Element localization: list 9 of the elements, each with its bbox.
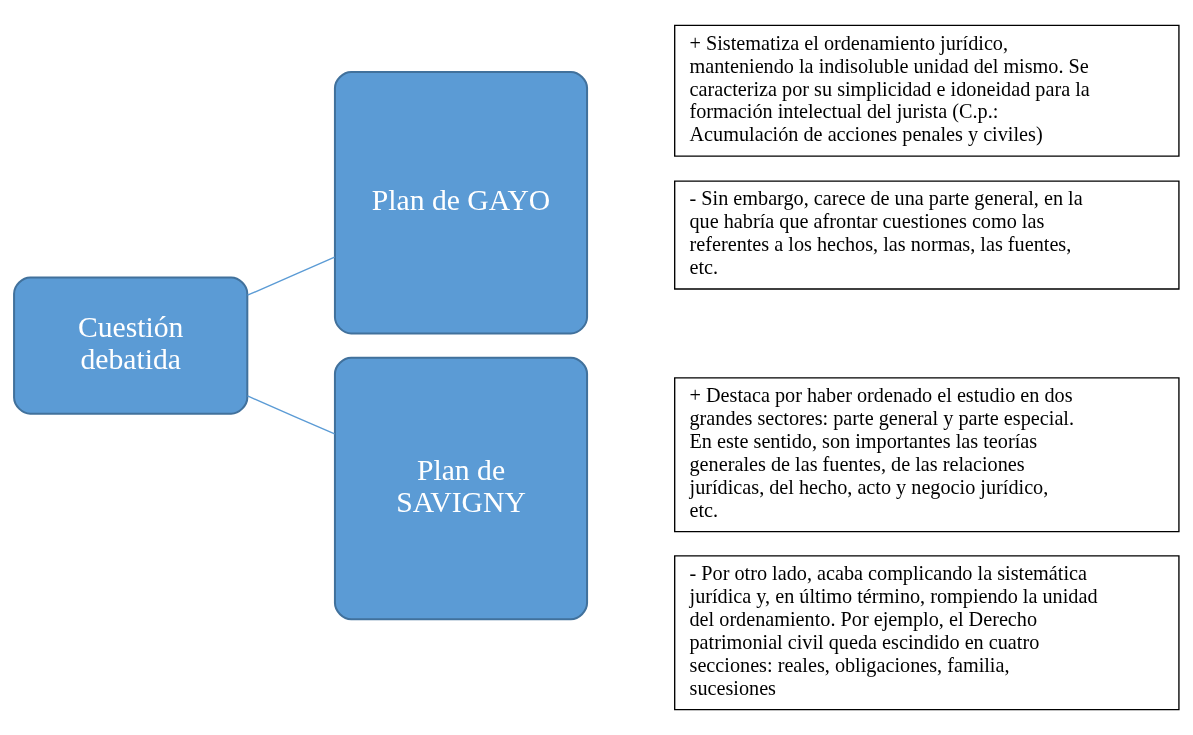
connector xyxy=(246,395,336,435)
node-box: - Por otro lado, acaba complicando la sistemática jurídica y, en último término, rompiendo la unidad del ordenamiento. Por ejemplo, el Derecho patrimonial civil queda escindido en cuatro secciones: reales, obligaciones, familia, sucesiones xyxy=(674,555,1180,711)
node-box: Plan de SAVIGNY xyxy=(333,356,589,621)
node-box: Cuestión debatida xyxy=(13,276,249,415)
node-box: + Destaca por haber ordenado el estudio en dos grandes sectores: parte general y parte especial. En este sentido, son importantes las teorías generales de las fuentes, de las relaciones jurídicas, del hecho, acto y negocio jurídico, etc. xyxy=(674,377,1180,533)
connector xyxy=(246,256,336,296)
node-box: Plan de GAYO xyxy=(333,70,589,335)
node-box: + Sistematiza el ordenamiento jurídico, manteniendo la indisoluble unidad del mismo. Se caracteriza por su simplicidad e idoneidad para la formación intelectual del jurista (C.p.: Acumulación de acciones penales y civiles) xyxy=(674,24,1180,157)
node-box: - Sin embargo, carece de una parte general, en la que habría que afrontar cuestiones como las referentes a los hechos, las normas, las fuentes, etc. xyxy=(674,180,1180,290)
